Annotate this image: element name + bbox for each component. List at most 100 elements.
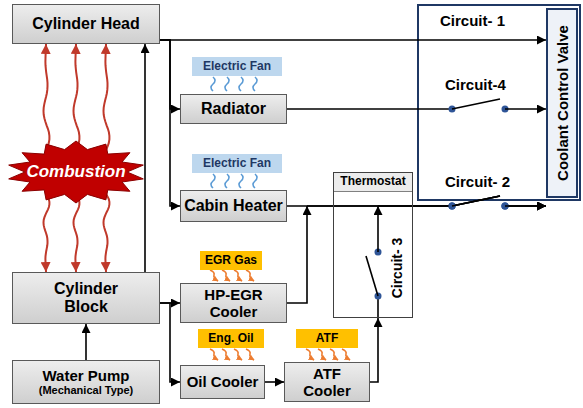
node-label: Water Pump bbox=[39, 367, 134, 384]
flow-line bbox=[287, 206, 307, 303]
flow-line bbox=[505, 205, 546, 207]
fan-tag: Electric Fan bbox=[192, 57, 282, 77]
node-label: ATF bbox=[316, 332, 338, 346]
node-sublabel: Circuit- 3 bbox=[389, 238, 405, 299]
component-box: Cabin Heater bbox=[180, 190, 287, 222]
node-label: Thermostat bbox=[334, 175, 412, 189]
node-content: Radiator bbox=[201, 100, 266, 118]
fan-tag: Electric Fan bbox=[192, 154, 282, 174]
flow-line bbox=[366, 256, 378, 296]
coolant-line bbox=[160, 40, 180, 206]
flow-line bbox=[370, 318, 378, 382]
heat-source-tag: Eng. Oil bbox=[198, 329, 264, 349]
heat-flow-arrow bbox=[104, 194, 110, 272]
node-label: Eng. Oil bbox=[208, 332, 253, 346]
circuit-label: Circuit- 1 bbox=[440, 12, 505, 30]
coolant-line bbox=[370, 318, 378, 382]
flow-line bbox=[287, 205, 452, 207]
flow-line bbox=[287, 108, 452, 110]
node-label: Radiator bbox=[201, 100, 266, 118]
flow-line bbox=[144, 44, 146, 272]
node-content: Cylinder Head bbox=[32, 15, 140, 33]
node-label: EGR Gas bbox=[205, 254, 257, 268]
node-content: Cabin Heater bbox=[184, 197, 283, 215]
coolant-line bbox=[145, 44, 146, 272]
heat-flow-arrow bbox=[44, 44, 50, 150]
flow-line bbox=[452, 196, 500, 206]
coolant-line bbox=[366, 196, 546, 318]
heat-source-tag: ATF bbox=[296, 329, 358, 349]
flow-line bbox=[505, 205, 546, 207]
node-label: HP-EGR Cooler bbox=[192, 286, 276, 321]
node-content: Eng. Oil bbox=[208, 332, 253, 346]
node-content: EGR Gas bbox=[205, 254, 257, 268]
flow-line bbox=[160, 303, 180, 382]
airflow-lines bbox=[211, 174, 257, 188]
component-box: Oil Cooler bbox=[180, 365, 265, 399]
flow-line bbox=[265, 381, 284, 383]
heat-arrows bbox=[210, 270, 254, 281]
coolant-line bbox=[44, 44, 110, 150]
node-content: Water Pump(Mechanical Type) bbox=[39, 367, 134, 397]
engine-part-box: Cylinder Head bbox=[12, 4, 160, 44]
node-content: Electric Fan bbox=[203, 157, 271, 171]
heat-arrows bbox=[210, 349, 254, 360]
node-content: HP-EGR Cooler bbox=[192, 286, 276, 321]
coolant-line bbox=[287, 196, 546, 303]
combustion-burst: Combustion bbox=[6, 140, 146, 204]
flow-line bbox=[160, 39, 546, 41]
flow-line bbox=[452, 99, 500, 109]
valve-frame bbox=[418, 5, 580, 200]
burst-outline bbox=[9, 141, 144, 203]
component-box: HP-EGR Cooler bbox=[180, 283, 287, 324]
node-label: Cylinder Block bbox=[41, 280, 131, 317]
node-label: Cabin Heater bbox=[184, 197, 283, 215]
flow-line bbox=[160, 40, 180, 206]
component-box: ATF Cooler bbox=[284, 362, 370, 403]
heat-flow-arrow bbox=[74, 194, 80, 272]
heat-flow-arrow bbox=[74, 44, 80, 150]
node-content: ATF Cooler bbox=[288, 365, 366, 400]
coolant-line bbox=[160, 40, 546, 41]
heat-source-tag: EGR Gas bbox=[200, 251, 262, 271]
coolant-line bbox=[265, 382, 284, 383]
node-label: Coolant Control Valve bbox=[554, 25, 571, 181]
node-label: Cylinder Head bbox=[32, 15, 140, 33]
coolant-line bbox=[287, 99, 546, 113]
component-box: Radiator bbox=[180, 94, 287, 124]
node-content: Oil Cooler bbox=[187, 373, 259, 390]
flow-line bbox=[85, 324, 87, 360]
node-label: Electric Fan bbox=[203, 60, 271, 74]
node-label: Combustion bbox=[26, 162, 125, 182]
node-label: Oil Cooler bbox=[187, 373, 259, 390]
coolant-line bbox=[44, 194, 110, 272]
airflow-lines bbox=[211, 77, 257, 91]
flow-line bbox=[452, 196, 500, 206]
flow-line bbox=[505, 205, 546, 207]
circuit-label: Circuit- 2 bbox=[445, 173, 510, 191]
node-content: Electric Fan bbox=[203, 60, 271, 74]
node-content: ATF bbox=[316, 332, 338, 346]
coolant-line bbox=[160, 303, 180, 382]
node-content: Thermostat bbox=[334, 173, 412, 192]
flow-line bbox=[505, 108, 546, 110]
pump-box: Water Pump(Mechanical Type) bbox=[12, 360, 160, 404]
coolant-line bbox=[287, 196, 546, 210]
flow-line bbox=[452, 196, 500, 206]
heat-arrows bbox=[306, 349, 350, 360]
flow-line bbox=[377, 206, 379, 252]
circuit-label: Circuit-4 bbox=[445, 76, 506, 94]
valve-box: Coolant Control Valve bbox=[546, 8, 578, 198]
flow-line bbox=[307, 205, 452, 207]
node-label: Electric Fan bbox=[203, 157, 271, 171]
coolant-line bbox=[86, 324, 87, 360]
node-content: Cylinder Block bbox=[41, 280, 131, 317]
node-sublabel: (Mechanical Type) bbox=[39, 384, 134, 397]
thermostat-box: ThermostatCircuit- 3 bbox=[333, 172, 413, 318]
heat-flow-arrow bbox=[104, 44, 110, 150]
node-content: Combustion bbox=[26, 162, 125, 182]
node-label: ATF Cooler bbox=[288, 365, 366, 400]
